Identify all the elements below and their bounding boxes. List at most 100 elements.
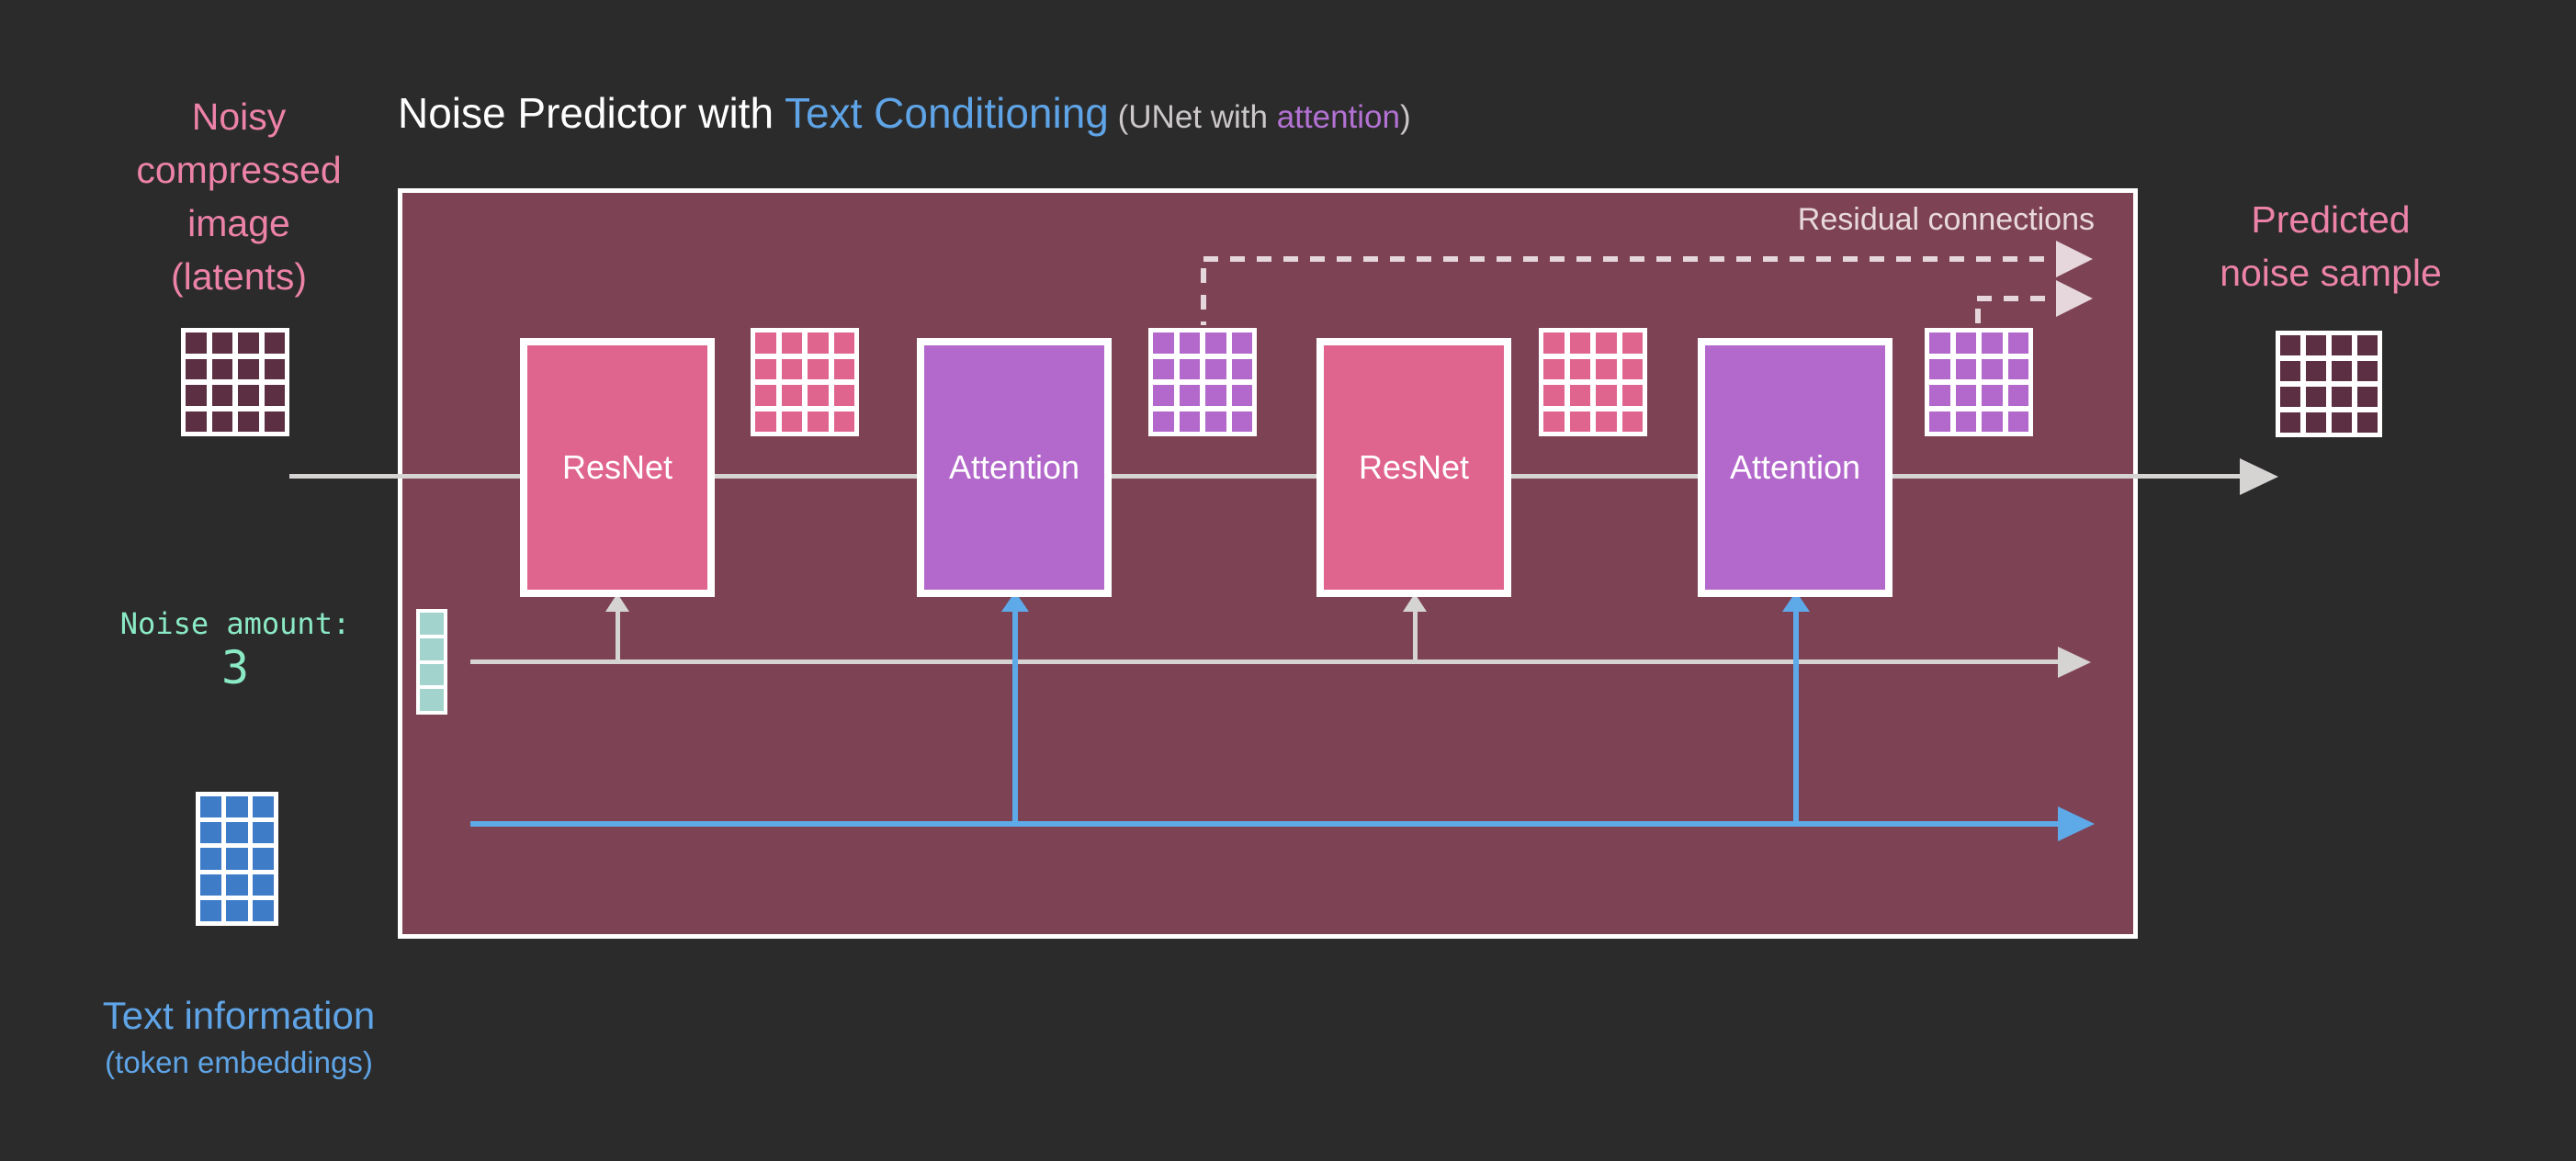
grid-cell xyxy=(808,333,829,354)
grid-cell xyxy=(2007,358,2028,379)
grid-cell xyxy=(226,796,248,818)
grid-cell xyxy=(1231,333,1252,354)
noise-amount-bar xyxy=(416,609,447,715)
grid-cell xyxy=(420,613,444,635)
text-conditioning-line xyxy=(470,821,2058,827)
grid-cell xyxy=(781,385,802,406)
grid-cell xyxy=(2280,412,2300,433)
grid-cell xyxy=(264,358,285,379)
grid-cell xyxy=(420,663,444,686)
grid-cell xyxy=(833,411,854,432)
grid-cell xyxy=(1955,358,1976,379)
grid-cell xyxy=(2306,412,2326,433)
grid-cell xyxy=(2306,335,2326,355)
grid-cell xyxy=(1205,333,1226,354)
grid-cell xyxy=(1569,411,1590,432)
grid-cell xyxy=(1982,411,2003,432)
grid-cell xyxy=(781,333,802,354)
grid-cell xyxy=(238,333,259,354)
grid-cell xyxy=(1596,385,1617,406)
grid-cell xyxy=(1231,385,1252,406)
output-arrowhead-icon xyxy=(2240,458,2278,495)
grid-cell xyxy=(252,796,274,818)
title-paren-suffix: ) xyxy=(1399,99,1411,135)
grid-cell xyxy=(1543,385,1565,406)
attention-block-2-label: Attention xyxy=(1729,448,1861,486)
title-paren-prefix: (UNet with xyxy=(1108,99,1277,135)
residual-arrowhead-1-icon xyxy=(2056,241,2093,277)
grid-cell xyxy=(1153,358,1174,379)
grid-cell xyxy=(226,899,248,921)
intermediate-grid-purple-2 xyxy=(1925,328,2033,436)
grid-cell xyxy=(252,822,274,844)
grid-cell xyxy=(186,358,207,379)
grid-cell xyxy=(1929,411,1950,432)
main-flow-line xyxy=(289,474,2240,479)
grid-cell xyxy=(200,874,222,896)
intermediate-grid-purple-1 xyxy=(1148,328,1257,436)
grid-cell xyxy=(755,333,776,354)
predicted-noise-grid xyxy=(2276,331,2382,437)
residual-dash-vertical-1 xyxy=(1201,268,1206,325)
grid-cell xyxy=(2280,335,2300,355)
grid-cell xyxy=(238,358,259,379)
grid-cell xyxy=(420,689,444,711)
noisy-latents-label: Noisy compressed image (latents) xyxy=(83,90,395,303)
grid-cell xyxy=(2332,335,2352,355)
noise-line-arrowhead-icon xyxy=(2058,647,2091,678)
text-information-label: Text information xyxy=(102,994,376,1037)
grid-cell xyxy=(781,358,802,379)
grid-cell xyxy=(1543,333,1565,354)
attention-block-1-label: Attention xyxy=(948,448,1080,486)
grid-cell xyxy=(808,411,829,432)
grid-cell xyxy=(1205,358,1226,379)
grid-cell xyxy=(2007,333,2028,354)
grid-cell xyxy=(200,848,222,870)
grid-cell xyxy=(1955,385,1976,406)
grid-cell xyxy=(2332,412,2352,433)
grid-cell xyxy=(200,796,222,818)
text-arrow-to-attention2 xyxy=(1793,610,1799,821)
noise-arrowhead-resnet1-icon xyxy=(605,593,629,612)
grid-cell xyxy=(1205,385,1226,406)
grid-cell xyxy=(1179,411,1200,432)
noise-arrow-to-resnet1 xyxy=(616,610,620,659)
grid-cell xyxy=(2280,387,2300,407)
grid-cell xyxy=(252,848,274,870)
grid-cell xyxy=(226,848,248,870)
grid-cell xyxy=(1231,358,1252,379)
title-text-conditioning: Text Conditioning xyxy=(785,89,1109,137)
residual-dash-horizontal-1 xyxy=(1203,256,2054,262)
grid-cell xyxy=(226,822,248,844)
grid-cell xyxy=(2332,387,2352,407)
resnet-block-1-label: ResNet xyxy=(561,448,673,486)
grid-cell xyxy=(1543,411,1565,432)
grid-cell xyxy=(420,637,444,660)
grid-cell xyxy=(1543,358,1565,379)
grid-cell xyxy=(186,333,207,354)
grid-cell xyxy=(1179,385,1200,406)
grid-cell xyxy=(1929,358,1950,379)
grid-cell xyxy=(1982,358,2003,379)
grid-cell xyxy=(1569,385,1590,406)
grid-cell xyxy=(2357,335,2378,355)
grid-cell xyxy=(1621,385,1643,406)
grid-cell xyxy=(264,385,285,406)
grid-cell xyxy=(1205,411,1226,432)
noise-amount-value: 3 xyxy=(220,641,250,694)
grid-cell xyxy=(1621,358,1643,379)
grid-cell xyxy=(833,385,854,406)
grid-cell xyxy=(1982,385,2003,406)
attention-block-2: Attention xyxy=(1698,338,1892,597)
grid-cell xyxy=(252,874,274,896)
grid-cell xyxy=(2007,385,2028,406)
noise-arrow-to-resnet2 xyxy=(1413,610,1418,659)
grid-cell xyxy=(200,822,222,844)
resnet-block-2-label: ResNet xyxy=(1358,448,1470,486)
noise-arrowhead-resnet2-icon xyxy=(1403,593,1427,612)
grid-cell xyxy=(781,411,802,432)
grid-cell xyxy=(1596,358,1617,379)
grid-cell xyxy=(2306,361,2326,381)
grid-cell xyxy=(186,411,207,432)
